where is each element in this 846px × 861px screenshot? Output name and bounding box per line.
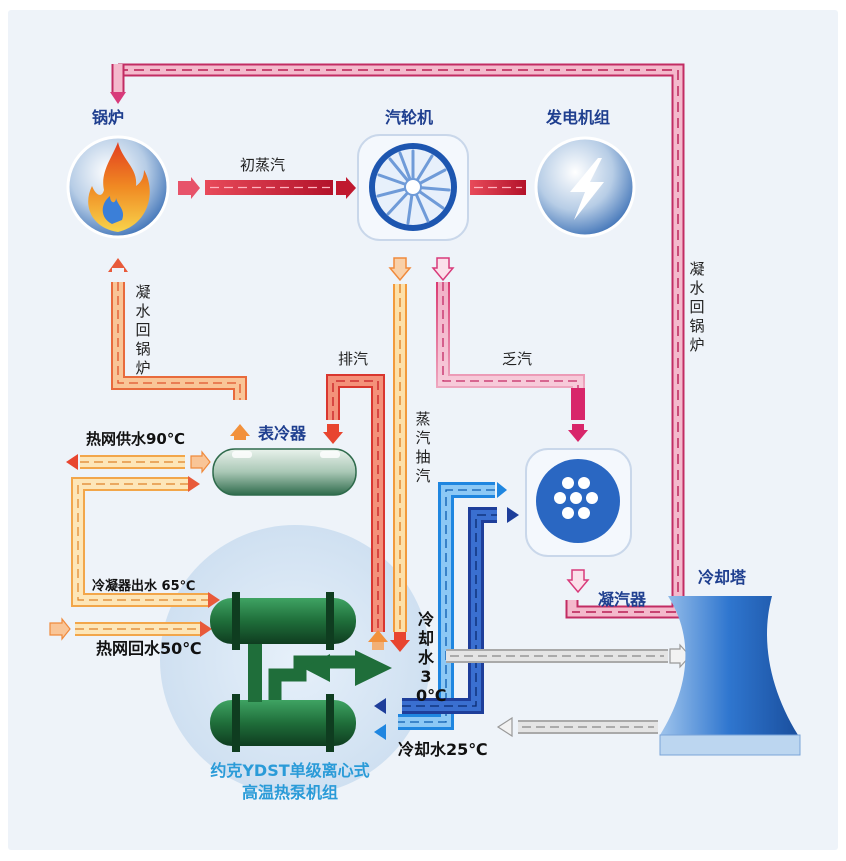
condensate-right-label: 凝水回锅炉 <box>689 260 705 354</box>
condenser-label: 凝汽器 <box>598 590 647 609</box>
turbine-label: 汽轮机 <box>385 108 434 127</box>
heat-supply-label: 热网供水90℃ <box>86 430 186 448</box>
condenser-icon <box>525 448 632 557</box>
cooler-tank-icon <box>212 448 357 496</box>
surface-cooler-label: 表冷器 <box>258 424 307 443</box>
condensate-left-label: 凝水回锅炉 <box>135 283 151 377</box>
heat-pump-caption-line2: 高温热泵机组 <box>241 783 338 802</box>
boiler-label: 锅炉 <box>92 108 125 127</box>
heat-pump-caption: 约克YDST单级离心式 高温热泵机组 <box>180 760 400 804</box>
spent-steam-label: 乏汽 <box>502 350 533 368</box>
cooling-water-pipes <box>374 482 519 740</box>
heat-pump-icon <box>210 592 392 752</box>
cooling-tower-icon <box>659 596 801 756</box>
exhaust-steam-pipe <box>323 374 388 650</box>
steam-extraction-pipe <box>388 257 412 652</box>
heat-pump-caption-line1: 约克YDST单级离心式 <box>210 761 370 780</box>
flame-icon <box>66 135 170 239</box>
cooling-tower-label: 冷却塔 <box>698 568 747 587</box>
exhaust-steam-label: 排汽 <box>338 350 369 368</box>
cooling-water-hot-label: 冷却水30℃ <box>416 610 447 705</box>
initial-steam-pipe <box>178 177 526 199</box>
spent-steam-pipe <box>431 257 588 442</box>
steam-extraction-label: 蒸汽抽汽 <box>415 410 431 485</box>
lightning-icon <box>534 136 636 238</box>
condenser-outlet-pipe <box>566 569 590 594</box>
initial-steam-label: 初蒸汽 <box>240 156 286 174</box>
condenser-outlet-label: 冷凝器出水 65℃ <box>92 579 196 594</box>
cooling-water-cold-label: 冷却水25℃ <box>398 740 488 759</box>
heat-return-label: 热网回水50℃ <box>96 639 202 658</box>
generator-label: 发电机组 <box>546 108 611 127</box>
turbine-fan-icon <box>357 134 469 241</box>
cooling-tower-pipes <box>446 643 691 738</box>
left-condensate-pipe <box>108 258 250 440</box>
heat-network-pipes <box>49 450 220 641</box>
